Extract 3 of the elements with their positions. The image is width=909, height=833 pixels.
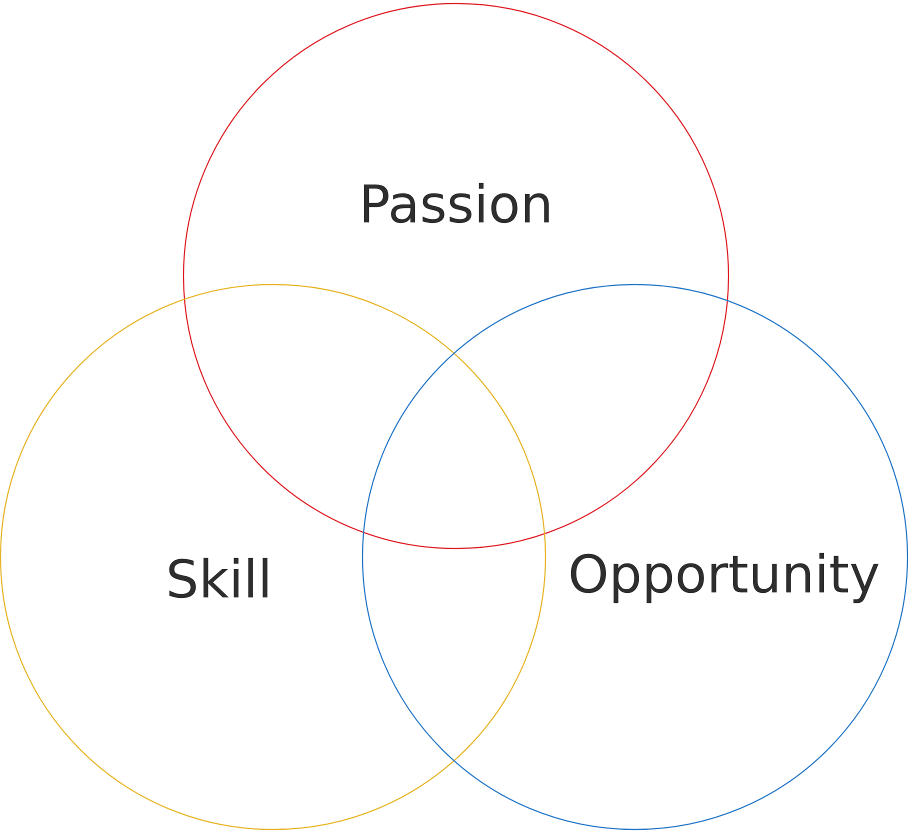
circle-label: Skill — [169, 558, 268, 598]
circle-label: Passion — [364, 182, 549, 224]
circle-label: Opportunity — [570, 552, 879, 604]
